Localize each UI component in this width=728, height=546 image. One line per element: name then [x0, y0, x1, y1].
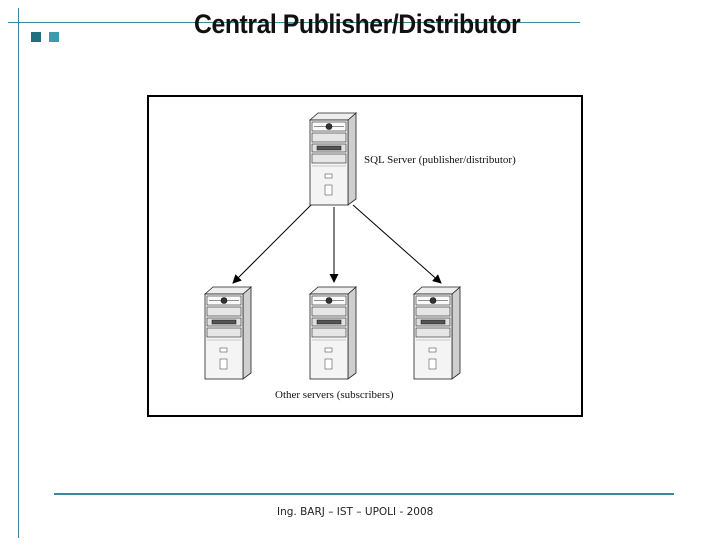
subscribers-label: Other servers (subscribers) — [275, 389, 394, 401]
slide-footer: Ing. BARJ – IST – UPOLI - 2008 — [277, 506, 434, 518]
left-rule — [18, 8, 19, 538]
bullet-square-dark — [31, 32, 41, 42]
subscriber-server-icon-left — [204, 286, 252, 380]
publisher-server-icon — [309, 112, 357, 206]
arrow-to-left-subscriber — [232, 204, 312, 284]
arrow-to-right-subscriber — [352, 204, 442, 284]
bullet-square-light — [49, 32, 59, 42]
subscriber-server-icon-center — [309, 286, 357, 380]
publisher-label: SQL Server (publisher/distributor) — [364, 154, 516, 166]
top-rule — [8, 22, 580, 23]
subscriber-server-icon-right — [413, 286, 461, 380]
slide-title: Central Publisher/Distributor — [194, 9, 521, 39]
diagram-frame — [147, 95, 583, 417]
footer-rule — [54, 493, 674, 495]
